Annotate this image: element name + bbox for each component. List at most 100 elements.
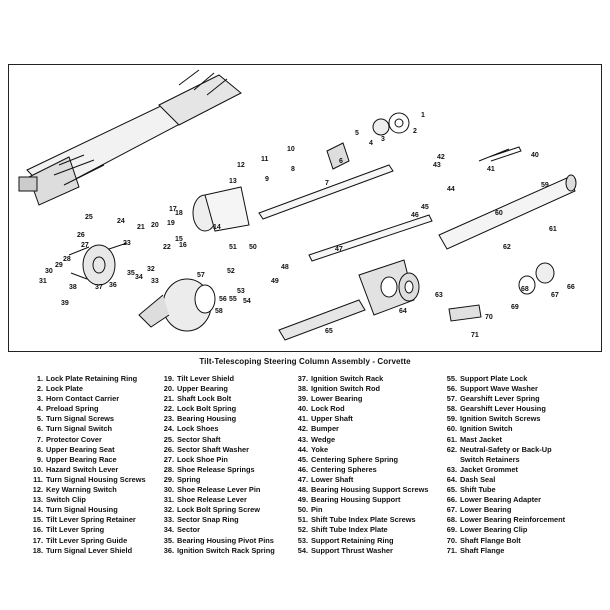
legend-item-label: Centering Sphere Spring	[311, 454, 399, 464]
legend-item-label: Support Plate Lock	[460, 374, 528, 383]
legend-item-label: Upper Shaft	[311, 414, 353, 424]
callout-number: 7	[325, 180, 329, 187]
legend-item-number: 8.	[36, 444, 43, 454]
legend-item: 32.Lock Bolt Spring Screw	[157, 505, 275, 515]
callout-number: 29	[55, 262, 63, 269]
callout-number: 22	[163, 244, 171, 251]
legend-item: 14.Turn Signal Housing	[26, 505, 146, 515]
legend-item-label: Upper Bearing	[177, 384, 228, 394]
legend-item: 24.Lock Shoes	[157, 424, 275, 434]
callout-number: 49	[271, 278, 279, 285]
legend-item-label: Ignition Switch Rod	[311, 384, 380, 394]
legend-item-label: Lower Bearing Reinforcement	[460, 515, 566, 525]
legend-item: 20.Upper Bearing	[157, 384, 275, 394]
legend-item: 34.Sector	[157, 525, 275, 535]
legend-item-label: Spring	[177, 474, 201, 484]
legend-item-label: Preload Spring	[46, 404, 99, 414]
legend-item-label: Support Wave Washer	[460, 384, 538, 394]
legend-item-number: 65.	[446, 485, 457, 495]
legend-item-number: 60.	[446, 424, 457, 434]
callout-number: 6	[339, 158, 343, 165]
legend-item-label: Lock Bolt Spring	[177, 404, 237, 414]
legend-item-number: 43.	[297, 434, 308, 444]
legend-item-label: Shift Tube Index Plate	[311, 525, 388, 535]
legend-item-label: Lower Bearing	[311, 394, 363, 404]
legend-item-number: 54.	[297, 545, 308, 555]
legend-item-number: 26.	[163, 444, 174, 454]
legend-item-label: Horn Contact Carrier	[46, 394, 120, 404]
legend-item: 7.Protector Cover	[26, 435, 146, 445]
legend-item-label: Ignition Switch	[460, 424, 513, 434]
legend-item: 58.Gearshift Lever Housing	[440, 404, 565, 414]
legend-item: 40.Lock Rod	[291, 404, 428, 414]
legend-item: 47.Lower Shaft	[291, 475, 428, 485]
legend-item-label: Mast Jacket	[460, 434, 502, 444]
legend-item-label: Lock Shoes	[177, 424, 219, 434]
legend-item-number: 63.	[446, 464, 457, 474]
legend-item: 26.Sector Shaft Washer	[157, 445, 275, 455]
legend-item-number: 52.	[297, 525, 308, 535]
legend-item-label: Lock Plate	[46, 384, 83, 394]
callout-number: 35	[127, 270, 135, 277]
legend-item: 15.Tilt Lever Spring Retainer	[26, 515, 146, 525]
callout-number: 56	[219, 296, 227, 303]
callout-number: 65	[325, 328, 333, 335]
callout-number: 4	[369, 140, 373, 147]
legend-item-number: 51.	[297, 515, 308, 525]
callout-number: 67	[551, 292, 559, 299]
callout-number: 61	[549, 226, 557, 233]
legend-item-label: Tilt Lever Shield	[177, 374, 234, 383]
callout-number: 55	[229, 296, 237, 303]
callout-number: 46	[411, 212, 419, 219]
callout-number: 36	[109, 282, 117, 289]
legend-item-label: Lower Bearing Adapter	[460, 495, 542, 505]
legend-item-number: 28.	[163, 464, 174, 474]
callout-number: 17	[169, 206, 177, 213]
legend-item: 28.Shoe Release Springs	[157, 465, 275, 475]
legend-item: 39.Lower Bearing	[291, 394, 428, 404]
callout-number: 54	[243, 298, 251, 305]
legend-item-number: 1.	[36, 374, 43, 383]
column-assembly-drawing	[18, 69, 242, 206]
legend-item-label: Neutral-Safety or Back-Up	[460, 444, 552, 454]
callout-number: 58	[215, 308, 223, 315]
callout-number: 40	[531, 152, 539, 159]
callout-number: 12	[237, 162, 245, 169]
legend-item-number: 33.	[163, 515, 174, 525]
callout-number: 62	[503, 244, 511, 251]
legend-item: 57.Gearshift Lever Spring	[440, 394, 565, 404]
callout-number: 31	[39, 278, 47, 285]
legend-item: 63.Jacket Grommet	[440, 465, 565, 475]
callout-number: 39	[61, 300, 69, 307]
legend-item-label: Upper Bearing Seat	[46, 444, 115, 454]
callout-number: 59	[541, 182, 549, 189]
callout-number: 38	[69, 284, 77, 291]
legend-item-label: Lower Bearing	[460, 505, 512, 515]
legend-item: 3.Horn Contact Carrier	[26, 394, 146, 404]
legend-item-label: Lock Rod	[311, 404, 345, 414]
legend-item-number: 24.	[163, 424, 174, 434]
legend-item-number: 49.	[297, 495, 308, 505]
legend-item: 56.Support Wave Washer	[440, 384, 565, 394]
legend-item-number: 64.	[446, 474, 457, 484]
legend-item-number: 34.	[163, 525, 174, 535]
callout-number: 19	[167, 220, 175, 227]
callout-number: 63	[435, 292, 443, 299]
legend-item: 37.Ignition Switch Rack	[291, 374, 428, 384]
legend-item-label: Sector Shaft	[177, 434, 221, 444]
legend-item: 53.Support Retaining Ring	[291, 536, 428, 546]
callout-number: 70	[485, 314, 493, 321]
shaft-drawings	[258, 146, 522, 341]
legend-item-number: 59.	[446, 414, 457, 424]
legend-item-label: Lower Bearing Clip	[460, 525, 528, 535]
legend-item-number: 61.	[446, 434, 457, 444]
legend-item-number: 19.	[163, 374, 174, 383]
legend-item: 27.Lock Shoe Pin	[157, 455, 275, 465]
gearshift-housing-drawing	[138, 278, 216, 332]
legend-item-number: 17.	[32, 535, 43, 545]
legend-item: 65.Shift Tube	[440, 485, 565, 495]
legend-item-number: 40.	[297, 404, 308, 414]
callout-number: 53	[237, 288, 245, 295]
